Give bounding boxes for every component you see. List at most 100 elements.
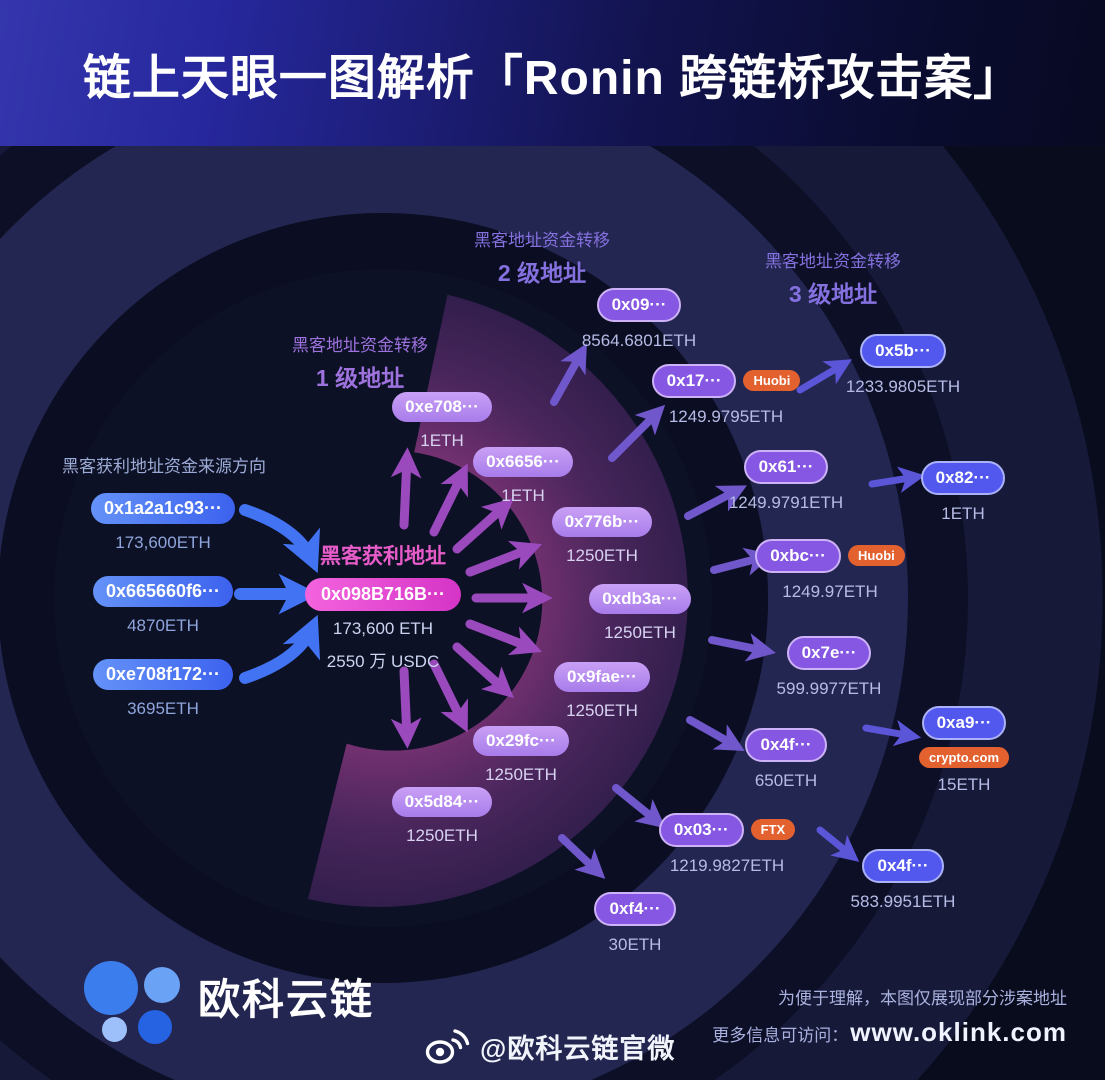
address-pill: 0x09··· [596,288,682,322]
logo-circle [84,961,138,1015]
exchange-badge-ftx: FTX [750,819,796,841]
address-pill: 0xa9··· [921,706,1007,740]
oklink-logo [82,958,180,1048]
amount-label: 1250ETH [604,622,676,642]
address-pill: 0x61··· [743,450,829,484]
amount-label: 1249.9791ETH [728,492,844,512]
address-pill: 0xe708··· [392,392,492,422]
node-l3-3: 0x4f··· 583.9951ETH [828,849,978,912]
node-l1-0: 0xe708··· 1ETH [377,392,507,451]
address-pill: 0x5d84··· [391,787,493,817]
exchange-badge-huobi: Huobi [847,545,905,567]
node-l2-6: 0x03··· FTX 1219.9827ETH [642,813,812,876]
address-pill: 0x098B716B··· [304,578,462,611]
node-l3-1: 0x82··· 1ETH [898,461,1028,524]
address-pill: 0x776b··· [551,507,653,537]
node-l3-2: 0xa9··· crypto.com 15ETH [894,706,1034,795]
address-pill: 0x29fc··· [473,726,569,756]
amount-label: 1ETH [941,503,985,523]
node-l2-3: 0xbc··· Huobi 1249.97ETH [745,539,915,602]
address-pill: 0x7e··· [786,636,872,670]
level1-crescent [308,294,688,907]
level2-to-level3-arrows [796,359,926,862]
node-l1-5: 0x29fc··· 1250ETH [456,726,586,785]
amount-usdc-label: 2550 万 USDC [326,651,440,671]
node-l2-4: 0x7e··· 599.9977ETH [759,636,899,699]
node-l3-0: 0x5b··· 1233.9805ETH [828,334,978,397]
amount-label: 599.9977ETH [776,678,882,698]
amount-label: 1249.9795ETH [668,406,784,426]
level2-label-line1: 黑客地址资金转移 [474,231,610,250]
address-pill: 0x665660f6··· [92,576,234,607]
amount-label: 583.9951ETH [850,891,956,911]
amount-label: 1233.9805ETH [845,376,961,396]
brand-name: 欧科云链 [198,976,375,1023]
address-pill: 0xdb3a··· [589,584,691,614]
amount-label: 1249.97ETH [782,581,878,601]
amount-label: 1219.9827ETH [669,855,785,875]
level3-label-line2: 3 级地址 [788,281,878,307]
hacker-fan-arrows [390,447,553,749]
node-source-1: 0x665660f6··· 4870ETH [88,576,238,636]
address-pill: 0x1a2a1c93··· [90,493,236,524]
node-hacker: 黑客获利地址 0x098B716B··· 173,600 ETH 2550 万 … [283,540,483,672]
address-pill: 0x9fae··· [554,662,650,692]
address-pill: 0xe708f172··· [92,659,234,690]
address-pill: 0x03··· [658,813,744,847]
weibo-handle[interactable]: @欧科云链官微 [480,1033,676,1064]
amount-label: 1250ETH [485,764,557,784]
level2-label-line2: 2 级地址 [497,260,587,286]
address-pill: 0x4f··· [862,849,944,883]
exchange-badge-huobi: Huobi [743,370,801,392]
node-l1-4: 0x9fae··· 1250ETH [537,662,667,721]
level3-label-line1: 黑客地址资金转移 [765,252,901,271]
header-banner: 链上天眼一图解析「Ronin 跨链桥攻击案」 [0,0,1105,146]
logo-circle [138,1010,172,1044]
disclaimer-text: 为便于理解，本图仅展现部分涉案地址 [778,989,1067,1008]
amount-label: 1250ETH [406,825,478,845]
node-l1-2: 0x776b··· 1250ETH [537,507,667,566]
amount-label: 1ETH [420,430,464,450]
amount-label: 15ETH [937,774,991,794]
amount-label: 650ETH [754,770,818,790]
amount-label: 8564.6801ETH [581,330,697,350]
node-l2-0: 0x09··· 8564.6801ETH [564,288,714,351]
amount-label: 1ETH [501,485,545,505]
amount-label: 4870ETH [127,615,199,635]
address-pill: 0xf4··· [594,892,676,926]
weibo-credit: @欧科云链官微 [424,1026,675,1066]
amount-label: 1250ETH [566,545,638,565]
footer-notes: 为便于理解，本图仅展现部分涉案地址 更多信息可访问： www.oklink.co… [712,984,1067,1048]
level3-label: 黑客地址资金转移 3 级地址 [728,247,938,309]
level1-label-line2: 1 级地址 [315,365,405,391]
address-pill: 0x6656··· [473,447,573,477]
address-pill: 0xbc··· [755,539,841,573]
level2-label: 黑客地址资金转移 2 级地址 [437,226,647,288]
exchange-badge-crypto-com: crypto.com [918,746,1010,768]
node-l2-1: 0x17··· Huobi 1249.9795ETH [641,364,811,427]
amount-label: 30ETH [608,934,662,954]
more-info-text: 更多信息可访问： [712,1026,849,1045]
address-pill: 0x5b··· [860,334,946,368]
node-l2-2: 0x61··· 1249.9791ETH [716,450,856,513]
weibo-icon [425,1029,470,1064]
address-pill: 0x4f··· [745,728,827,762]
node-l1-1: 0x6656··· 1ETH [458,447,588,506]
hacker-label: 黑客获利地址 [320,545,446,568]
source-direction-label: 黑客获利地址资金来源方向 [62,457,266,476]
oklink-url[interactable]: www.oklink.com [850,1017,1067,1047]
address-pill: 0x17··· [651,364,737,398]
level1-label-line1: 黑客地址资金转移 [292,336,428,355]
level1-label: 黑客地址资金转移 1 级地址 [255,331,465,393]
logo-circle [102,1017,127,1042]
amount-label: 1250ETH [566,700,638,720]
node-l1-6: 0x5d84··· 1250ETH [377,787,507,846]
poster-title: 链上天眼一图解析「Ronin 跨链桥攻击案」 [82,52,1023,105]
amount-label: 3695ETH [127,698,199,718]
ring-gap1 [0,213,768,983]
amount-label: 173,600ETH [115,532,211,552]
node-source-0: 0x1a2a1c93··· 173,600ETH [88,493,238,553]
node-l2-7: 0xf4··· 30ETH [575,892,695,955]
